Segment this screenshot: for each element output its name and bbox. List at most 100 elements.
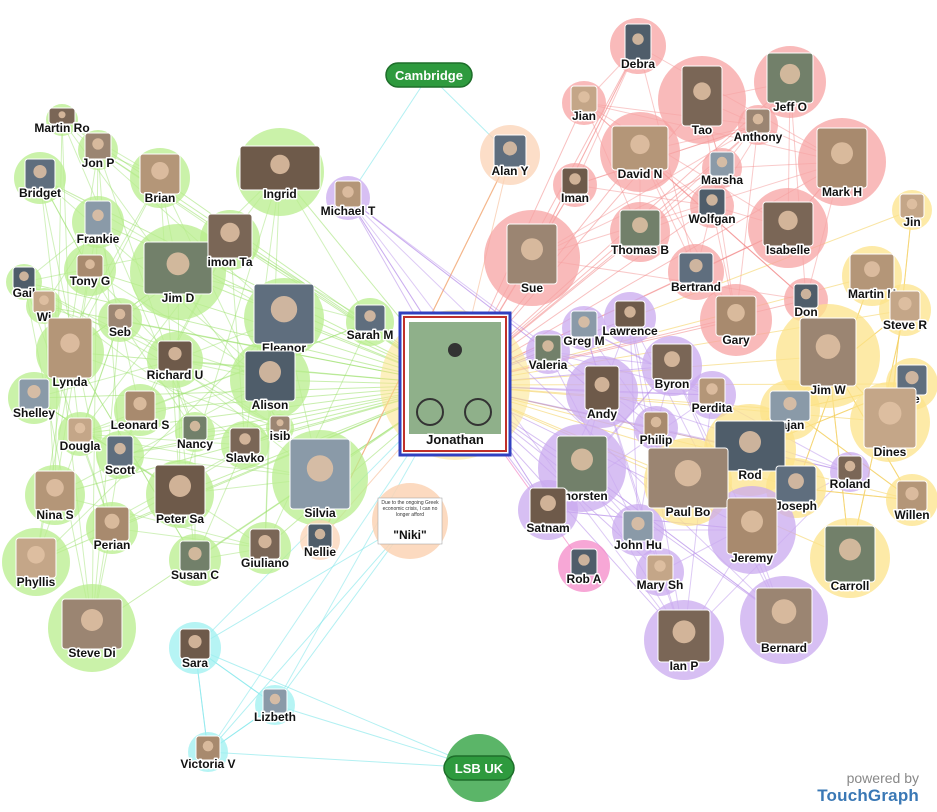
avatar-face [624, 306, 636, 318]
avatar-face [270, 154, 290, 175]
person-node-jin[interactable]: Jin [899, 193, 925, 231]
person-node-lawrence[interactable]: Lawrence [601, 300, 660, 340]
group-label-lsb-uk: LSB UK [455, 761, 504, 776]
node-label-phyllis: Phyllis [17, 575, 56, 589]
person-node-eleanor[interactable]: Eleanor [253, 283, 315, 357]
person-node-paul-bo[interactable]: Paul Bo [647, 447, 729, 521]
person-node-nina-s[interactable]: Nina S [34, 470, 76, 524]
person-node-sarah-m[interactable]: Sarah M [345, 304, 395, 344]
person-node-rob-a[interactable]: Rob A [565, 548, 603, 588]
person-node-richard-u[interactable]: Richard U [145, 340, 205, 384]
person-node-marsha[interactable]: Marsha [699, 151, 745, 189]
person-node-gail[interactable]: Gail [11, 266, 37, 302]
person-node-lynda[interactable]: Lynda [47, 317, 93, 391]
person-node-seb[interactable]: Seb [107, 303, 133, 341]
person-node-mark-h[interactable]: Mark H [816, 127, 868, 201]
person-node-john-hu[interactable]: John Hu [613, 510, 664, 554]
person-node-jeremy[interactable]: Jeremy [726, 497, 778, 567]
person-node-satnam[interactable]: Satnam [525, 487, 571, 537]
person-node-mary-sh[interactable]: Mary Sh [635, 554, 685, 594]
node-label-mary-sh: Mary Sh [637, 578, 684, 592]
node-label-roland: Roland [830, 477, 871, 491]
person-node-thorsten[interactable]: Thorsten [555, 435, 609, 505]
person-node-victoria-v[interactable]: Victoria V [179, 735, 237, 773]
person-node-anthony[interactable]: Anthony [732, 108, 784, 146]
person-node-michael-t[interactable]: Michael T [319, 180, 378, 220]
group-node-lsb-uk[interactable]: LSB UK [443, 734, 515, 802]
person-node-phyllis[interactable]: Phyllis [15, 537, 57, 591]
person-node-bridget[interactable]: Bridget [18, 158, 63, 202]
group-node-cambridge[interactable]: Cambridge [385, 62, 473, 88]
person-node-gary[interactable]: Gary [715, 295, 757, 349]
edge [347, 197, 549, 353]
person-node-susan-c[interactable]: Susan C [169, 540, 221, 584]
person-node-isabelle[interactable]: Isabelle [762, 201, 814, 259]
person-node-philip[interactable]: Philip [638, 411, 674, 449]
person-node-alan-y[interactable]: Alan Y [490, 134, 530, 180]
person-node-dougla[interactable]: Dougla [58, 417, 102, 455]
person-node-bertrand[interactable]: Bertrand [669, 252, 723, 296]
person-node-isib[interactable]: isib [268, 415, 292, 445]
person-node-martin-h[interactable]: Martin H [847, 253, 898, 303]
node-label-slavko: Slavko [226, 451, 265, 465]
node-label-tao: Tao [692, 123, 712, 137]
person-node-jon-p[interactable]: Jon P [80, 132, 116, 172]
node-label-iman: Iman [561, 191, 589, 205]
person-node-dines[interactable]: Dines [863, 387, 917, 461]
person-node-carroll[interactable]: Carroll [824, 525, 876, 595]
person-node-steve-di[interactable]: Steve Di [61, 598, 123, 662]
person-node-martin-ro[interactable]: Martin Ro [33, 107, 91, 137]
person-node-ingrid[interactable]: Ingrid [239, 145, 321, 203]
person-node-perdita[interactable]: Perdita [690, 377, 734, 417]
person-node-brian[interactable]: Brian [139, 153, 181, 207]
avatar-face [258, 535, 272, 549]
person-node-joseph[interactable]: Joseph [773, 465, 819, 515]
person-node-debra[interactable]: Debra [619, 23, 657, 73]
person-node-andy[interactable]: Andy [584, 365, 620, 423]
node-label-bridget: Bridget [19, 186, 61, 200]
person-node-bernard[interactable]: Bernard [755, 587, 813, 657]
person-node-tao[interactable]: Tao [681, 65, 723, 139]
person-node-roland[interactable]: Roland [828, 455, 872, 493]
person-node-jeff-o[interactable]: Jeff O [766, 52, 814, 116]
person-node-alison[interactable]: Alison [244, 350, 296, 414]
person-node-nellie[interactable]: Nellie [302, 523, 338, 561]
person-node-iman[interactable]: Iman [559, 167, 591, 207]
person-node-thomas-b[interactable]: Thomas B [609, 209, 671, 259]
person-node-jian[interactable]: Jian [570, 85, 598, 125]
note-node-niki[interactable]: Due to the ongoing Greek economic crisis… [372, 483, 448, 559]
person-node-giuliano[interactable]: Giuliano [240, 528, 291, 572]
person-node-ian-p[interactable]: Ian P [657, 609, 711, 675]
person-node-tony-g[interactable]: Tony G [68, 254, 112, 290]
person-node-david-n[interactable]: David N [611, 125, 669, 183]
person-node-wi[interactable]: Wi [32, 290, 56, 326]
person-node-willen[interactable]: Willen [893, 480, 931, 524]
person-node-steve-r[interactable]: Steve R [881, 290, 929, 334]
touchgraph-logo[interactable]: TouchGraph [817, 786, 919, 805]
person-node-rod[interactable]: Rod [714, 420, 786, 484]
person-node-sara[interactable]: Sara [179, 628, 211, 672]
person-node-valeria[interactable]: Valeria [527, 334, 569, 374]
person-node-wolfgan[interactable]: Wolfgan [687, 188, 737, 228]
person-node-nancy[interactable]: Nancy [175, 415, 215, 453]
node-label-sarah-m: Sarah M [347, 328, 394, 342]
person-node-scott[interactable]: Scott [104, 435, 137, 479]
person-node-leonard-s[interactable]: Leonard S [109, 390, 171, 434]
person-node-greg-m[interactable]: Greg M [562, 310, 606, 350]
person-node-sue[interactable]: Sue [506, 223, 558, 297]
person-node-lizbeth[interactable]: Lizbeth [253, 688, 298, 726]
person-node-silvia[interactable]: Silvia [289, 438, 351, 522]
person-node-don[interactable]: Don [793, 283, 819, 321]
person-node-byron[interactable]: Byron [651, 343, 693, 393]
person-node-perian[interactable]: Perian [92, 506, 132, 554]
person-node-jim-w[interactable]: Jim W [799, 317, 857, 399]
node-label-richard-u: Richard U [147, 368, 204, 382]
selected-node-jonathan[interactable]: Jonathan [380, 310, 530, 460]
person-node-frankie[interactable]: Frankie [75, 200, 121, 248]
person-node-slavko[interactable]: Slavko [224, 427, 266, 467]
person-node-shelley[interactable]: Shelley [11, 378, 57, 422]
person-node-jim-d[interactable]: Jim D [143, 241, 213, 307]
person-node-peter-sa[interactable]: Peter Sa [154, 464, 206, 528]
person-node-imon-ta[interactable]: imon Ta [206, 213, 254, 271]
